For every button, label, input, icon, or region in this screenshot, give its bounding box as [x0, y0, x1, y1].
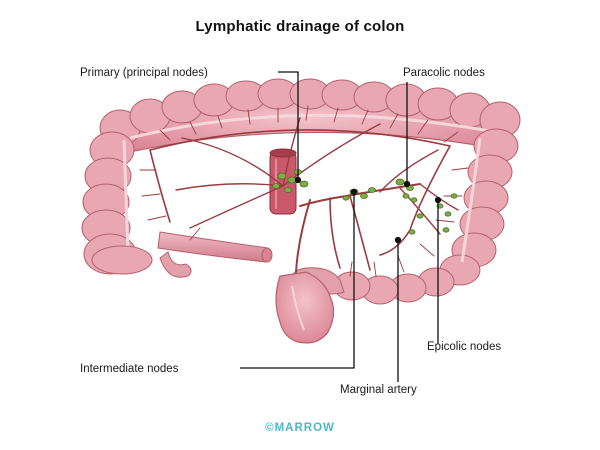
- ascending-colon: [81, 131, 273, 278]
- leader-lines: [240, 71, 442, 382]
- marginal-arcade: [149, 129, 452, 256]
- descending-colon: [439, 128, 519, 286]
- diagram-title: Lymphatic drainage of colon: [195, 18, 405, 35]
- brand-watermark: ©MARROW: [265, 422, 335, 434]
- colon: [81, 78, 521, 344]
- mesenteric-vessels: [139, 105, 469, 277]
- transverse-colon: [99, 78, 521, 157]
- label-epicolic-nodes: Epicolic nodes: [427, 341, 501, 353]
- label-intermediate-nodes: Intermediate nodes: [80, 363, 179, 375]
- leader-intermediate: [240, 194, 355, 369]
- leader-primary: [278, 71, 299, 178]
- label-marginal-artery: Marginal artery: [340, 384, 417, 396]
- label-primary-nodes: Primary (principal nodes): [80, 67, 208, 79]
- label-paracolic-nodes: Paracolic nodes: [403, 67, 485, 79]
- rectum: [275, 271, 335, 344]
